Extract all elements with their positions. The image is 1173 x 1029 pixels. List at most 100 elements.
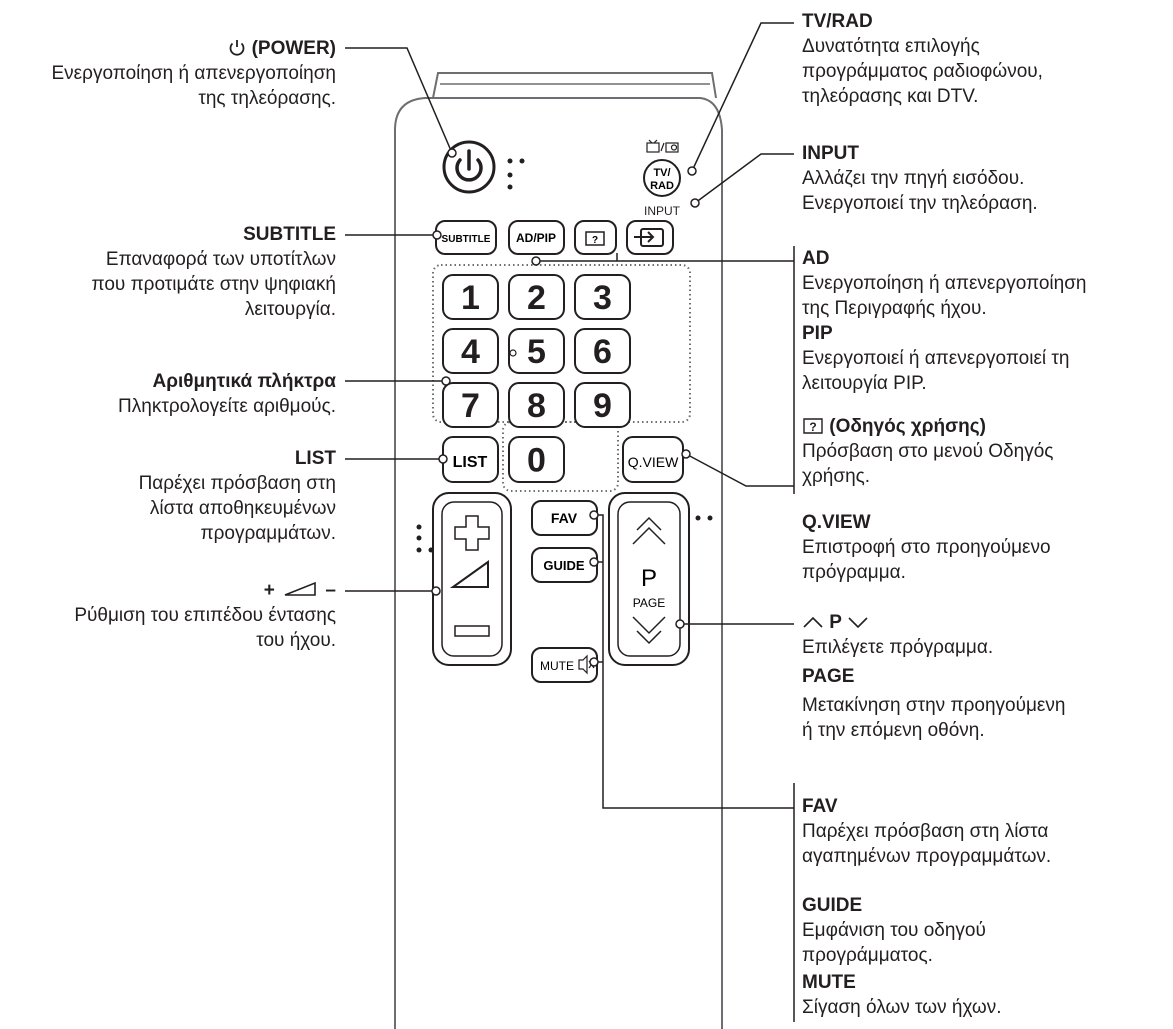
tactile-dots-power (507, 158, 525, 190)
digit-key-frame (442, 274, 499, 320)
digit-key-frame (508, 328, 565, 374)
digit-key-5[interactable]: 5 (508, 328, 565, 374)
svg-text:AD/PIP: AD/PIP (516, 231, 556, 245)
digit-key-frame (574, 328, 631, 374)
digit-key-label: 5 (527, 333, 546, 371)
ad-title: AD (802, 248, 830, 269)
list-desc-3: προγραμμάτων. (200, 523, 336, 544)
svg-text:TV/: TV/ (653, 167, 670, 179)
page-desc-1: Μετακίνηση στην προηγούμενη (802, 695, 1066, 716)
guide-annotation: GUIDE Εμφάνιση του οδηγού προγράμματος. (802, 893, 986, 968)
fav-title: FAV (802, 796, 838, 817)
pip-title: PIP (802, 323, 833, 344)
volume-rocker[interactable] (432, 492, 512, 666)
user-guide-icon: ? (803, 418, 823, 434)
program-desc-1: Επιλέγετε πρόγραμμα. (802, 637, 994, 658)
guide-button[interactable]: GUIDE (531, 547, 598, 583)
subtitle-annotation: SUBTITLE Επαναφορά των υποτίτλων που προ… (0, 222, 337, 322)
numbers-desc-1: Πληκτρολογείτε αριθμούς. (118, 396, 336, 417)
mute-annotation: MUTE Σίγαση όλων των ήχων. (802, 970, 1002, 1020)
qview-desc-2: πρόγραμμα. (802, 562, 906, 583)
digit-key-frame (508, 274, 565, 320)
svg-text:SUBTITLE: SUBTITLE (442, 234, 491, 245)
power-desc-1: Ενεργοποίηση ή απενεργοποίηση (51, 63, 337, 84)
input-desc-2: Ενεργοποιεί την τηλεόραση. (802, 193, 1038, 214)
input-button[interactable] (626, 220, 674, 255)
pip-desc-1: Ενεργοποιεί ή απενεργοποιεί τη (802, 348, 1070, 369)
qview-annotation: Q.VIEW Επιστροφή στο προηγούμενο πρόγραμ… (802, 510, 1051, 585)
ad-desc-1: Ενεργοποίηση ή απενεργοποίηση (802, 273, 1087, 294)
list-button[interactable]: LIST (442, 436, 499, 483)
digit-key-7[interactable]: 7 (442, 382, 499, 428)
digit-key-2[interactable]: 2 (508, 274, 565, 320)
qview-button[interactable]: Q.VIEW (622, 436, 684, 483)
digit-key-frame (442, 328, 499, 374)
digit-key-frame (508, 436, 565, 483)
digit-key-label: 4 (461, 333, 480, 371)
digit-key-8[interactable]: 8 (508, 382, 565, 428)
volume-desc-1: Ρύθμιση του επιπέδου έντασης (74, 605, 336, 626)
remote-top-edge (432, 72, 717, 99)
tactile-dots-program (695, 515, 713, 521)
digit-key-label: 7 (461, 387, 480, 425)
svg-text:?: ? (809, 420, 816, 434)
program-annotation: P Επιλέγετε πρόγραμμα. PAGE Μετακίνηση σ… (802, 610, 1065, 743)
svg-text:Q.VIEW: Q.VIEW (628, 454, 679, 470)
fav-button[interactable]: FAV (531, 500, 598, 536)
digit-key-frame (508, 382, 565, 428)
mute-button[interactable]: MUTE (531, 647, 598, 683)
digit-key-3[interactable]: 3 (574, 274, 631, 320)
qview-desc-1: Επιστροφή στο προηγούμενο (802, 537, 1051, 558)
remote-body-outline (394, 97, 723, 1029)
input-desc-1: Αλλάζει την πηγή εισόδου. (802, 168, 1025, 189)
user-guide-button[interactable]: ? (574, 220, 617, 255)
digit-key-1[interactable]: 1 (442, 274, 499, 320)
adpip-button[interactable]: AD/PIP (508, 220, 565, 255)
svg-text:MUTE: MUTE (540, 659, 574, 673)
power-icon (229, 40, 245, 56)
subtitle-button[interactable]: SUBTITLE (435, 220, 497, 255)
digit-key-label: 2 (527, 279, 546, 317)
volume-plus: + (263, 580, 275, 601)
user-guide-annotation: ? (Οδηγός χρήσης) Πρόσβαση στο μενού Οδη… (802, 414, 1053, 489)
subtitle-desc-2: που προτιμάτε στην ψηφιακή (91, 274, 337, 295)
program-title: P (829, 612, 842, 633)
numbers-annotation: Αριθμητικά πλήκτρα Πληκτρολογείτε αριθμο… (0, 369, 336, 419)
digit-key-label: 9 (593, 387, 612, 425)
user-guide-desc-2: χρήσης. (802, 466, 871, 487)
program-page-rocker[interactable]: P PAGE (608, 492, 690, 666)
list-desc-1: Παρέχει πρόσβαση στη (138, 473, 336, 494)
tactile-dot-5 (509, 349, 517, 357)
qview-title: Q.VIEW (802, 512, 871, 533)
guide-title: GUIDE (802, 895, 863, 916)
svg-text:LIST: LIST (453, 454, 488, 471)
page-title: PAGE (802, 666, 855, 687)
tvrad-button[interactable]: TV/ RAD (643, 159, 681, 197)
volume-minus: – (325, 580, 336, 601)
fav-desc-2: αγαπημένων προγραμμάτων. (802, 846, 1052, 867)
leader-endpoints (431, 148, 700, 667)
input-title: INPUT (802, 143, 859, 164)
list-desc-2: λίστα αποθηκευμένων (149, 498, 336, 519)
digit-key-4[interactable]: 4 (442, 328, 499, 374)
ad-annotation: AD Ενεργοποίηση ή απενεργοποίηση της Περ… (802, 246, 1087, 396)
power-desc-2: της τηλεόρασης. (198, 88, 336, 109)
digit-key-frame (574, 274, 631, 320)
input-caption: INPUT (644, 204, 681, 218)
svg-text:?: ? (592, 235, 598, 246)
mute-desc-1: Σίγαση όλων των ήχων. (802, 997, 1002, 1018)
tvrad-mode-icon (646, 139, 679, 153)
mute-title: MUTE (802, 972, 856, 993)
digit-key-0[interactable]: 0 (508, 436, 565, 483)
user-guide-title: (Οδηγός χρήσης) (829, 416, 986, 437)
digit-key-frame (574, 382, 631, 428)
svg-text:PAGE: PAGE (633, 596, 665, 610)
svg-text:P: P (641, 565, 657, 592)
digit-key-6[interactable]: 6 (574, 328, 631, 374)
digit-key-9[interactable]: 9 (574, 382, 631, 428)
subtitle-desc-3: λειτουργία. (244, 299, 336, 320)
fav-desc-1: Παρέχει πρόσβαση στη λίστα (802, 821, 1049, 842)
volume-icon (284, 581, 316, 596)
